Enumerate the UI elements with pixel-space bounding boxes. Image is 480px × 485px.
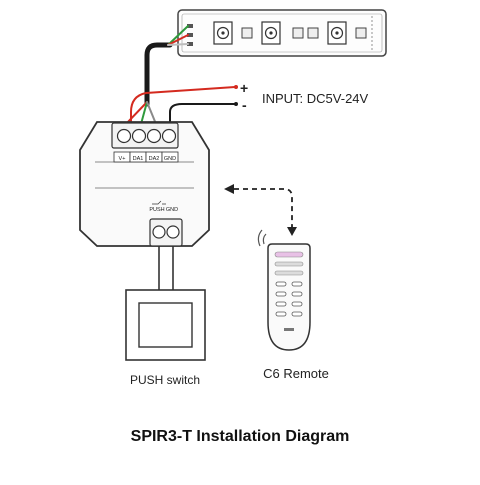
push-terminal-label-gnd: GND [166, 207, 178, 213]
terminal-label-da2: DA2 [149, 156, 160, 162]
signal-icon [257, 229, 267, 247]
resistor [292, 27, 304, 39]
power-input-wires [130, 85, 238, 125]
c6-remote [257, 229, 311, 351]
resistor [241, 27, 253, 39]
strip-wires [125, 25, 189, 125]
push-switch [125, 289, 206, 361]
terminal-label-da1: DA1 [133, 156, 144, 162]
resistor [307, 27, 319, 39]
polarity-plus-label: + [240, 80, 248, 96]
diagram-caption: SPIR3-T Installation Diagram [130, 428, 350, 445]
wireless-link-arrow [224, 184, 297, 236]
led-chip [327, 21, 347, 45]
polarity-minus-label: - [242, 97, 247, 113]
push-switch-label: PUSH switch [130, 373, 200, 387]
push-terminal-label-push: PUSH [149, 207, 164, 213]
led-chip [261, 21, 281, 45]
led-strip [177, 9, 387, 57]
push-switch-cable [158, 246, 174, 290]
resistor [355, 27, 367, 39]
terminal-label-gnd: GND [164, 156, 176, 162]
terminal-label-row: V+ DA1 DA2 GND [113, 151, 179, 163]
push-terminal-labels: PUSH GND [149, 200, 178, 213]
terminal-label-vplus: V+ [119, 156, 126, 162]
c6-remote-label: C6 Remote [263, 366, 329, 381]
led-chip [213, 21, 233, 45]
strip-solder-pads [187, 24, 193, 46]
spir3-t-controller: V+ DA1 DA2 GND PUSH GND [79, 121, 210, 247]
input-voltage-label: INPUT: DC5V-24V [262, 91, 369, 106]
